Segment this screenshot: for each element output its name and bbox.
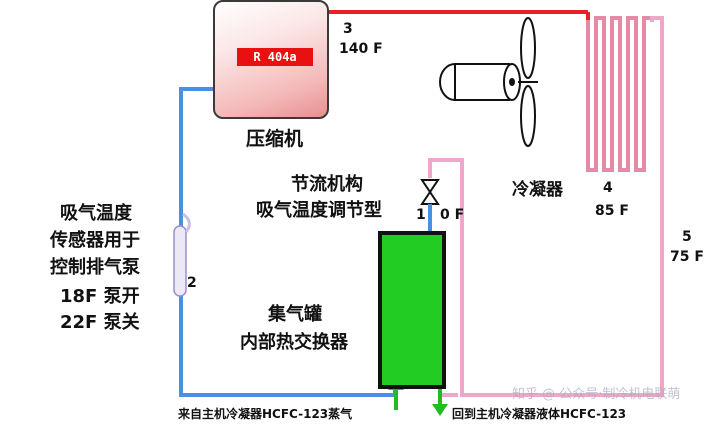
sensor-label-1: 吸气温度 xyxy=(60,203,132,224)
sensor-label-4: 18F 泵开 xyxy=(60,286,140,307)
refrigerant-tag: R 404a xyxy=(237,48,313,66)
point-3-temp: 140 F xyxy=(339,41,383,57)
point-1-id: 1 xyxy=(416,207,426,223)
condenser-coil xyxy=(586,16,654,172)
sensor-label-2: 传感器用于 xyxy=(50,230,140,251)
compressor-label: 压缩机 xyxy=(246,128,304,150)
footer-outlet-label: 回到主机冷凝器液体HCFC-123 xyxy=(452,407,627,421)
liquid-outlet-line xyxy=(438,393,458,405)
receiver-label-1: 集气罐 xyxy=(268,304,322,325)
discharge-line xyxy=(329,10,590,22)
point-3-id: 3 xyxy=(343,21,353,37)
sensor-label-5: 22F 泵关 xyxy=(60,312,140,333)
receiver-tank xyxy=(378,231,446,389)
fan-icon xyxy=(439,17,538,147)
point-2-id: 2 xyxy=(187,275,197,291)
expansion-valve-label-2: 吸气温度调节型 xyxy=(256,200,382,221)
point-5-temp: 75 F xyxy=(670,249,704,265)
liquid-line xyxy=(428,18,664,397)
sensor-bulb-icon xyxy=(173,212,191,297)
point-1-temp: 0 F xyxy=(440,207,465,223)
sensor-label-3: 控制排气泵 xyxy=(50,257,140,278)
expansion-valve-label-1: 节流机构 xyxy=(291,174,363,195)
condenser-label: 冷凝器 xyxy=(512,180,563,200)
point-4-id: 4 xyxy=(603,180,613,196)
point-4-temp: 85 F xyxy=(595,203,629,219)
receiver-label-2: 内部热交换器 xyxy=(240,332,348,353)
watermark: 知乎 @ 公众号·制冷机电联萌 xyxy=(512,387,681,402)
point-5-id: 5 xyxy=(682,229,692,245)
footer-inlet-label: 来自主机冷凝器HCFC-123蒸气 xyxy=(178,407,353,421)
expansion-valve-icon xyxy=(420,179,440,232)
